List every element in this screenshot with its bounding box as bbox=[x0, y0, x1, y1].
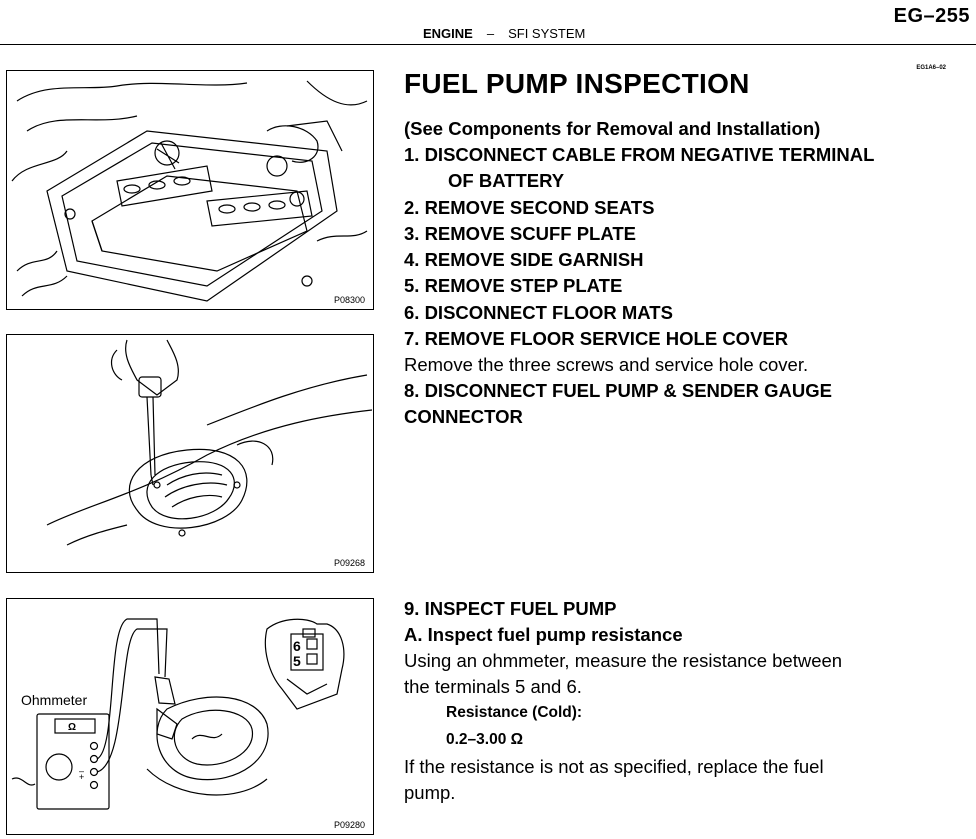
plus-sign: + bbox=[79, 772, 84, 782]
ohm-symbol: Ω bbox=[68, 722, 76, 733]
step-9a-description-line-2: the terminals 5 and 6. bbox=[404, 676, 582, 697]
service-hole-illustration bbox=[46, 339, 373, 546]
figure-code: P08300 bbox=[333, 295, 365, 305]
terminal-5-label: 5 bbox=[293, 653, 301, 669]
step-7: 7. REMOVE FLOOR SERVICE HOLE COVER bbox=[404, 328, 789, 349]
header-rule bbox=[0, 44, 976, 45]
step-1-line-2: OF BATTERY bbox=[448, 170, 565, 191]
step-3: 3. REMOVE SCUFF PLATE bbox=[404, 223, 636, 244]
battery-figure: P08300 bbox=[6, 70, 374, 310]
minus-sign: – bbox=[79, 766, 84, 776]
see-components-note: (See Components for Removal and Installa… bbox=[404, 118, 821, 139]
ohmmeter-illustration: Ω – + 6 5 Ohmmeter bbox=[11, 618, 345, 810]
section-header: ENGINE–SFI SYSTEM bbox=[423, 26, 585, 41]
page-number: EG–255 bbox=[893, 5, 970, 27]
step-1-line-1: 1. DISCONNECT CABLE FROM NEGATIVE TERMIN… bbox=[404, 144, 875, 165]
step-9a-description-line-1: Using an ohmmeter, measure the resistanc… bbox=[404, 650, 843, 671]
resistance-label: Resistance (Cold): bbox=[446, 704, 583, 721]
step-9: 9. INSPECT FUEL PUMP bbox=[404, 598, 617, 619]
ohmmeter-figure: Ω – + 6 5 Ohmmeter P09280 bbox=[6, 598, 374, 835]
step-8-line-2: CONNECTOR bbox=[404, 406, 523, 427]
section-dash: – bbox=[486, 26, 495, 41]
ohmmeter-label: Ohmmeter bbox=[21, 692, 87, 708]
step-6: 6. DISCONNECT FLOOR MATS bbox=[404, 302, 673, 323]
reference-code: EG1A6–02 bbox=[916, 65, 946, 71]
step-4: 4. REMOVE SIDE GARNISH bbox=[404, 249, 644, 270]
replace-note-line-1: If the resistance is not as specified, r… bbox=[404, 756, 824, 777]
step-5: 5. REMOVE STEP PLATE bbox=[404, 275, 623, 296]
figure-code: P09280 bbox=[333, 820, 365, 830]
section-name: ENGINE bbox=[423, 26, 473, 41]
service-hole-figure: P09268 bbox=[6, 334, 374, 573]
figure-code: P09268 bbox=[333, 558, 365, 568]
resistance-value: 0.2–3.00 Ω bbox=[446, 731, 524, 748]
step-2: 2. REMOVE SECOND SEATS bbox=[404, 197, 655, 218]
terminal-6-label: 6 bbox=[293, 638, 301, 654]
replace-note-line-2: pump. bbox=[404, 782, 456, 803]
step-7-description: Remove the three screws and service hole… bbox=[404, 354, 809, 375]
battery-illustration bbox=[11, 80, 368, 302]
step-8-line-1: 8. DISCONNECT FUEL PUMP & SENDER GAUGE bbox=[404, 380, 832, 401]
step-9a: A. Inspect fuel pump resistance bbox=[404, 624, 683, 645]
page-title: FUEL PUMP INSPECTION bbox=[404, 68, 750, 99]
subsection-name: SFI SYSTEM bbox=[508, 26, 586, 41]
